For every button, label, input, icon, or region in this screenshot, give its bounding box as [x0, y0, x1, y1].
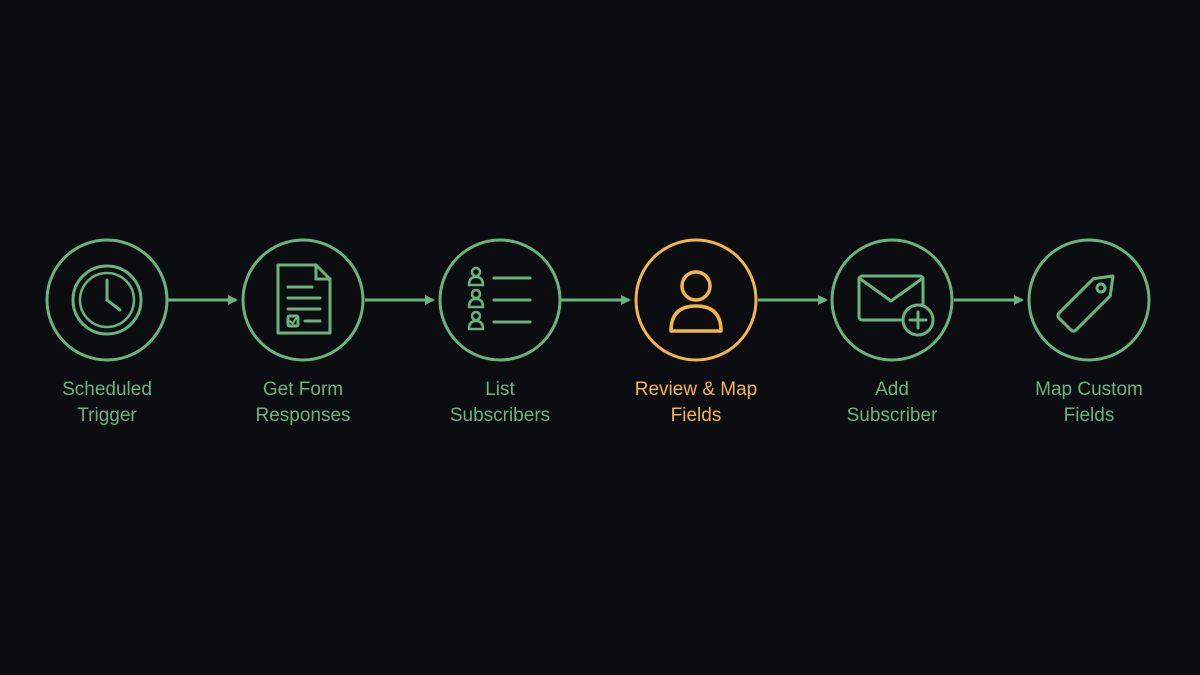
step-circle	[45, 238, 169, 362]
step-label-line: Responses	[255, 405, 351, 426]
step-label-line: List	[485, 379, 515, 400]
step-label-line: Fields	[1063, 405, 1115, 426]
user-icon	[669, 270, 723, 333]
step-circle	[1027, 238, 1151, 362]
step-label-line: Subscribers	[449, 405, 551, 426]
step-label-line: Map Custom	[1035, 379, 1143, 400]
step-label-line: Add	[875, 379, 909, 400]
step-label-line: Trigger	[77, 405, 137, 426]
step-label-list-subscribers: List Subscribers	[410, 377, 590, 429]
tag-icon	[1056, 274, 1115, 333]
step-node-map-custom-fields	[1027, 238, 1151, 362]
step-label-line: Fields	[670, 405, 722, 426]
step-circle	[438, 238, 562, 362]
step-label-line: Get Form	[262, 379, 344, 400]
step-label-line: Subscriber	[846, 405, 938, 426]
step-label-map-custom-fields: Map Custom Fields	[999, 377, 1179, 429]
step-node-list-subscribers	[438, 238, 562, 362]
step-node-scheduled-trigger	[45, 238, 169, 362]
step-circle	[241, 238, 365, 362]
step-node-review-map-fields	[634, 238, 758, 362]
step-label-scheduled-trigger: Scheduled Trigger	[17, 377, 197, 429]
clock-icon	[71, 264, 143, 336]
step-label-add-subscriber: Add Subscriber	[802, 377, 982, 429]
step-circle	[830, 238, 954, 362]
step-label-get-form-responses: Get Form Responses	[213, 377, 393, 429]
step-label-line: Review & Map	[634, 379, 758, 400]
step-node-add-subscriber	[830, 238, 954, 362]
step-circle-active	[634, 238, 758, 362]
mail-add-icon	[857, 274, 935, 337]
subscriber-list-icon	[467, 266, 532, 331]
form-document-icon	[276, 263, 332, 335]
step-label-review-map-fields: Review & Map Fields	[606, 377, 786, 429]
step-node-get-form-responses	[241, 238, 365, 362]
step-label-line: Scheduled	[62, 379, 152, 400]
